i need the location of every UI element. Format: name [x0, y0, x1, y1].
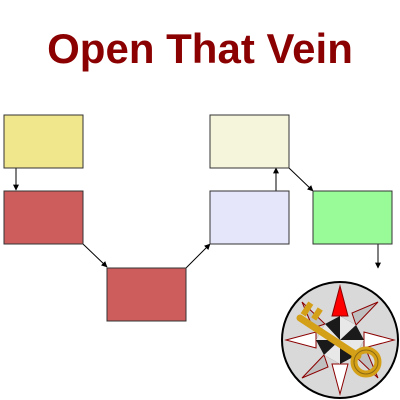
key-icon: [296, 301, 382, 378]
edge-n3-n4: [185, 243, 211, 269]
star-center-light: [340, 316, 356, 340]
node-n3: [106, 267, 187, 322]
node-n6: [312, 190, 393, 245]
edge-n5-n6: [288, 167, 314, 192]
node-n2: [3, 190, 84, 245]
diagram-nodes: [3, 114, 393, 322]
diagram-edges: [13, 167, 381, 269]
page-title: Open That Vein: [47, 25, 353, 72]
compass-key-icon: [281, 281, 399, 399]
star-point-ne: [351, 301, 379, 326]
star-point-sw: [301, 354, 329, 379]
star-center-light-3: [324, 340, 340, 364]
node-n5: [209, 114, 290, 169]
compass-star: [284, 284, 396, 396]
node-n1: [3, 114, 84, 169]
node-n4: [209, 190, 290, 245]
edge-n2-n3: [82, 243, 108, 268]
